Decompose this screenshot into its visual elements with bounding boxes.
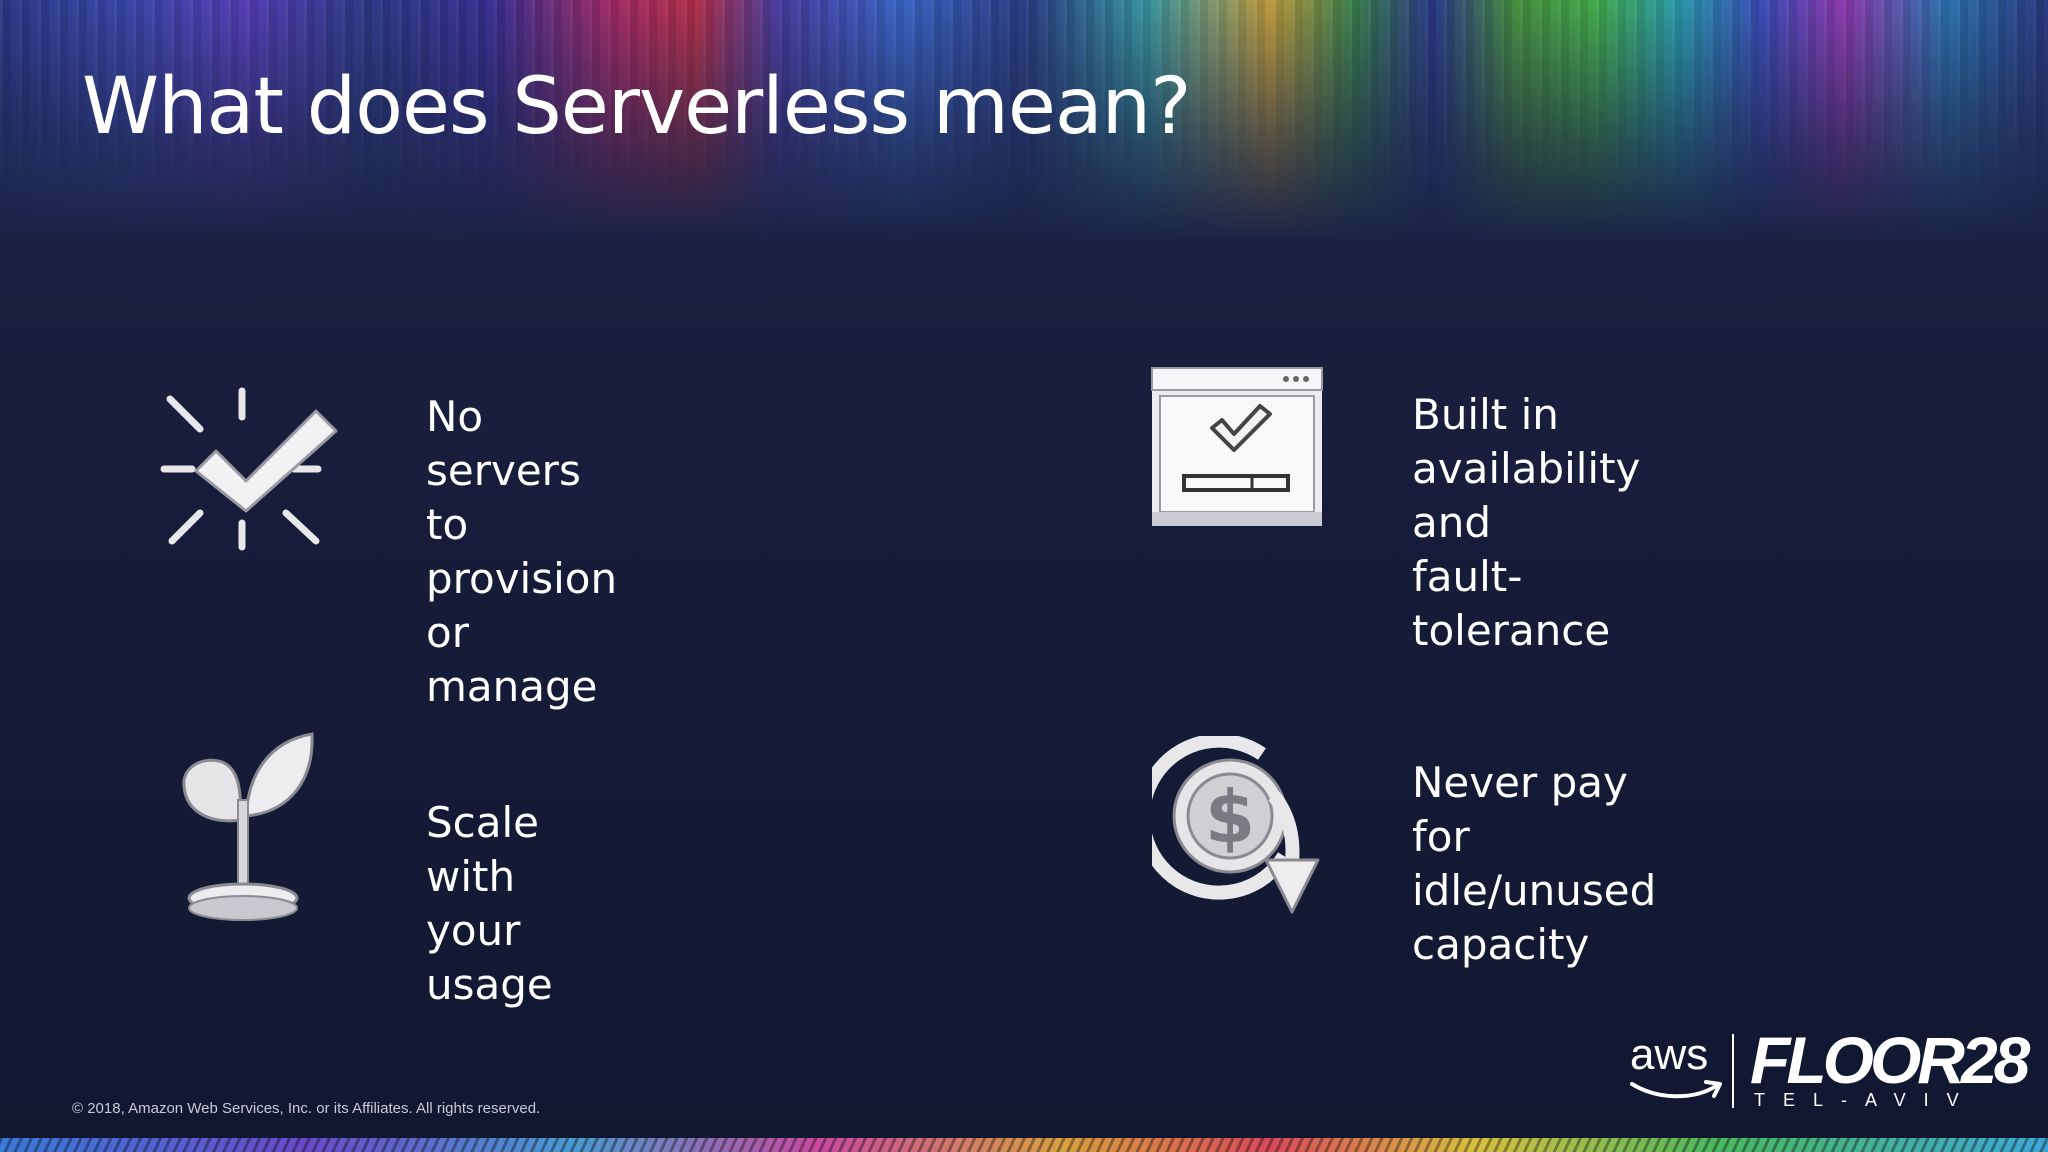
sprout-icon xyxy=(182,732,314,921)
window-checkmark-icon xyxy=(1151,367,1323,526)
floor28-logo: FLOOR28 xyxy=(1750,1023,2030,1097)
aws-logo: aws xyxy=(1630,1030,1709,1079)
slide-title: What does Serverless mean? xyxy=(82,62,1192,152)
feature-text: No servers to provision or manage xyxy=(426,392,618,711)
bottom-rainbow-stripe xyxy=(0,1138,2048,1152)
aws-smile-icon xyxy=(1630,1080,1722,1099)
logo-divider xyxy=(1732,1034,1734,1108)
sponsor-logos: aws FLOOR28 TEL-AVIV xyxy=(1620,1023,2030,1114)
event-city: TEL-AVIV xyxy=(1754,1090,1977,1110)
feature-text: Never pay for idle/unused capacity xyxy=(1412,758,1657,969)
aurora-header-background xyxy=(0,0,2048,240)
feature-text: Scale with your usage xyxy=(426,798,553,1009)
aurora-streaks xyxy=(0,0,2048,200)
dollar-down-arrow-icon: $ xyxy=(1152,736,1320,914)
feature-text: Built in availability and fault-toleranc… xyxy=(1412,390,1641,655)
sparkle-checkmark-icon xyxy=(160,387,338,551)
svg-text:$: $ xyxy=(1205,775,1255,859)
copyright-notice: © 2018, Amazon Web Services, Inc. or its… xyxy=(72,1100,541,1117)
